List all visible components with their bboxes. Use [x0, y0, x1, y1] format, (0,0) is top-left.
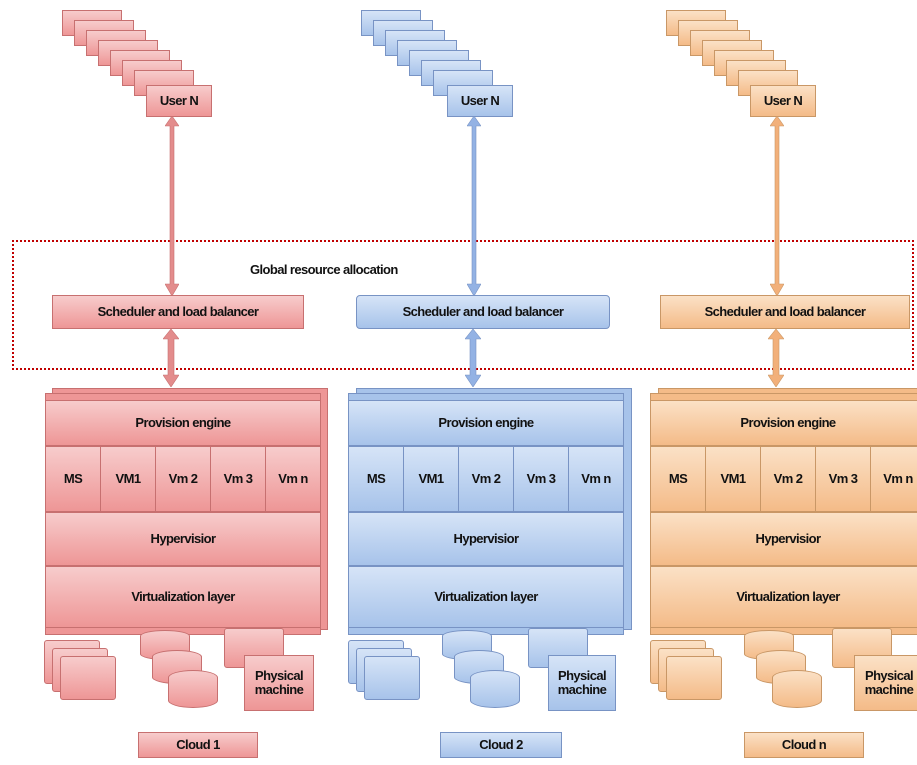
server-icon — [364, 656, 420, 700]
vm-cell-ms: MS — [46, 447, 101, 511]
user-n-box: User N — [447, 85, 513, 117]
scheduler-stack-arrow — [465, 329, 481, 387]
vm-row: MS VM1 Vm 2 Vm 3 Vm n — [650, 446, 917, 512]
physical-machine: Physical machine — [244, 655, 314, 711]
user-scheduler-arrow — [770, 116, 784, 296]
scheduler-load-balancer: Scheduler and load balancer — [356, 295, 610, 329]
vm-cell-vmn: Vm n — [581, 470, 611, 486]
vm-cell-vm3: Vm 3 — [816, 447, 871, 511]
vm-row: MS VM1 Vm 2 Vm 3 Vm n — [45, 446, 321, 512]
scheduler-load-balancer: Scheduler and load balancer — [52, 295, 304, 329]
cloud-n: User N Scheduler and load balancer Provi… — [610, 0, 917, 765]
disk-icon — [470, 670, 520, 708]
vm-cell-vm1: VM1 — [404, 447, 459, 511]
vm-cell-vmn: Vm n — [278, 470, 308, 486]
vm-cell-vm2: Vm 2 — [459, 447, 514, 511]
scheduler-stack-arrow — [768, 329, 784, 387]
disk-icon — [772, 670, 822, 708]
vm-cell-ms: MS — [349, 447, 404, 511]
hypervisor-layer: Hypervisior — [650, 512, 917, 566]
server-icon — [60, 656, 116, 700]
virtualization-layer: Virtualization layer — [348, 566, 624, 628]
vm-cell-vm1: VM1 — [706, 447, 761, 511]
vm-cell-vm1: VM1 — [101, 447, 156, 511]
virtualization-layer: Virtualization layer — [45, 566, 321, 628]
cloud-2: User N Scheduler and load balancer Provi… — [300, 0, 640, 765]
vm-cell-vm2: Vm 2 — [156, 447, 211, 511]
scheduler-stack-arrow — [163, 329, 179, 387]
vm-cell-vm2: Vm 2 — [761, 447, 816, 511]
hypervisor-layer: Hypervisior — [348, 512, 624, 566]
server-icon — [666, 656, 722, 700]
vm-cell-vm3: Vm 3 — [211, 447, 266, 511]
hypervisor-layer: Hypervisior — [45, 512, 321, 566]
cloud-label: Cloud n — [744, 732, 864, 758]
disk-icon — [168, 670, 218, 708]
cloud-label: Cloud 2 — [440, 732, 562, 758]
physical-machine: Physical machine — [854, 655, 917, 711]
cloud-1: User N Scheduler and load balancer Provi… — [0, 0, 330, 765]
user-n-box: User N — [146, 85, 212, 117]
provision-engine: Provision engine — [45, 400, 321, 446]
provision-engine: Provision engine — [348, 400, 624, 446]
vm-cell-vmn: Vm n — [883, 470, 913, 486]
vm-row: MS VM1 Vm 2 Vm 3 Vm n — [348, 446, 624, 512]
virtualization-layer: Virtualization layer — [650, 566, 917, 628]
scheduler-load-balancer: Scheduler and load balancer — [660, 295, 910, 329]
user-scheduler-arrow — [165, 116, 179, 296]
vm-cell-vm3: Vm 3 — [514, 447, 569, 511]
global-resource-allocation-frame — [12, 240, 914, 370]
global-resource-allocation-label: Global resource allocation — [250, 262, 398, 277]
physical-machine: Physical machine — [548, 655, 616, 711]
user-scheduler-arrow — [467, 116, 481, 296]
vm-cell-ms: MS — [651, 447, 706, 511]
user-n-box: User N — [750, 85, 816, 117]
provision-engine: Provision engine — [650, 400, 917, 446]
cloud-label: Cloud 1 — [138, 732, 258, 758]
